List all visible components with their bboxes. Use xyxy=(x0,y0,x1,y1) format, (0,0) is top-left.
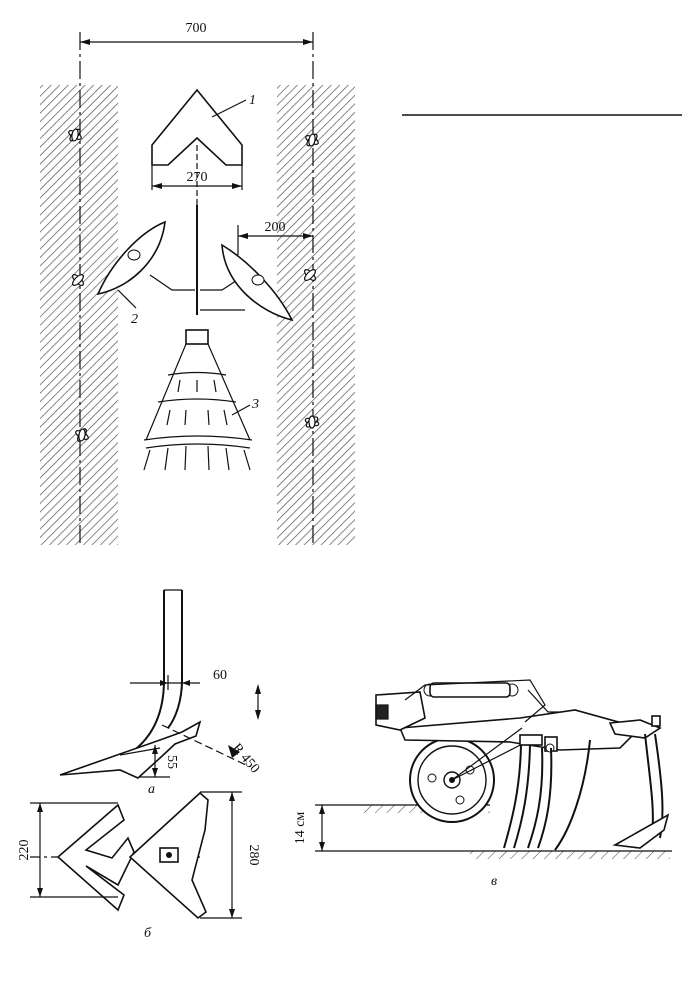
depth-label: 14 см xyxy=(293,812,308,845)
tilled-ground xyxy=(470,851,670,859)
top-view-diagram: 700 270 xyxy=(40,21,355,545)
caption-a: а xyxy=(148,782,155,797)
callout-3: 3 xyxy=(251,397,259,412)
shank-side-view: 60 R 450 55 а xyxy=(60,590,262,797)
dimension-700: 700 xyxy=(80,21,313,45)
caption-b: б xyxy=(144,926,152,941)
callout-1: 1 xyxy=(249,93,256,108)
left-soil-strip xyxy=(40,85,118,545)
dim-offset: 60 xyxy=(213,668,227,683)
shank-plan-view: 220 280 б xyxy=(17,792,261,941)
caption-v: в xyxy=(491,874,497,889)
dim-row-spacing: 700 xyxy=(186,21,207,36)
dim-width-right: 280 xyxy=(246,845,261,866)
dim-width-left: 220 xyxy=(17,840,32,861)
cultivator-machine-view: 14 см xyxy=(293,680,672,889)
rod-harrow xyxy=(144,330,252,470)
dim-height: 55 xyxy=(164,755,179,769)
callout-2: 2 xyxy=(131,312,138,327)
dim-share-width: 270 xyxy=(187,170,208,185)
sweep-share xyxy=(152,90,242,205)
dim-protection-zone: 200 xyxy=(265,220,286,235)
